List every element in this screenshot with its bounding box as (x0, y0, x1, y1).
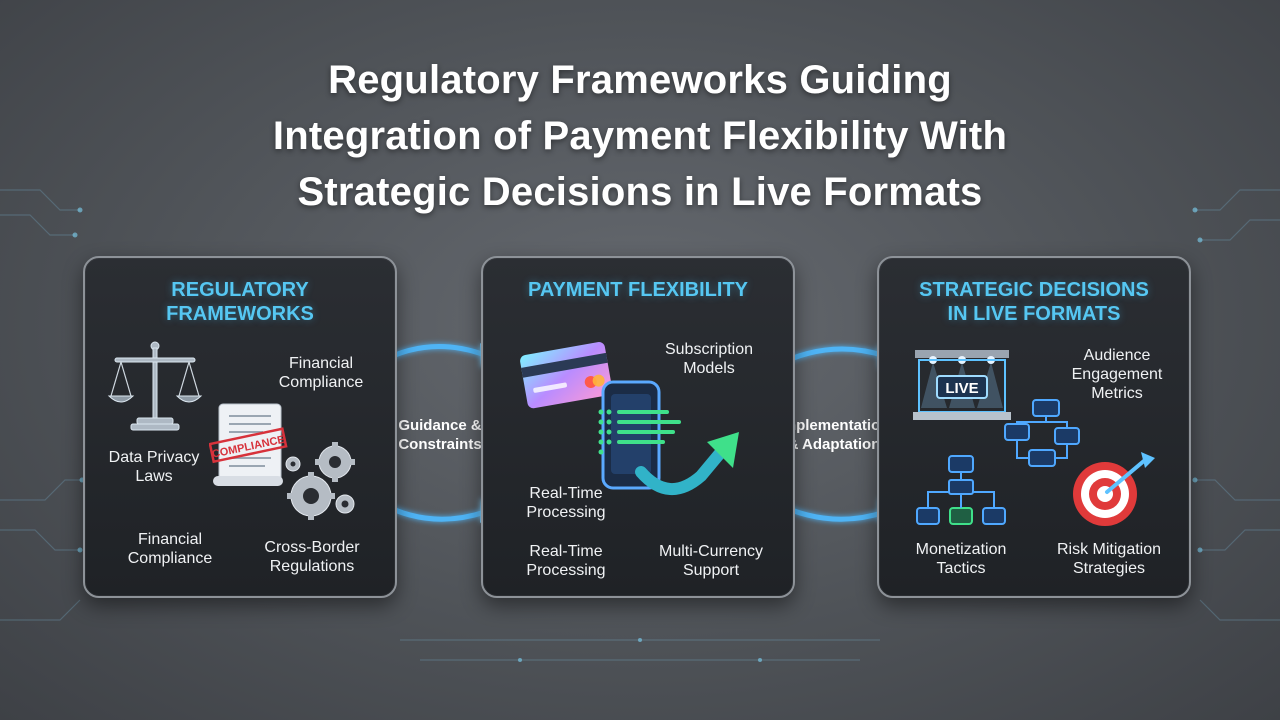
title-line-3: Strategic Decisions in Live Formats (297, 170, 983, 214)
label-multi-currency-support: Multi-Currency Support (658, 543, 763, 579)
label-financial-compliance-top: Financial Compliance (278, 355, 364, 391)
panel-3-heading: STRATEGIC DECISIONS IN LIVE FORMATS (919, 279, 1149, 325)
label-real-time-processing-middle: Real-Time Processing (526, 485, 606, 521)
title-line-2: Integration of Payment Flexibility With (272, 114, 1008, 158)
target-icon (1073, 452, 1155, 526)
page-title: Regulatory Frameworks Guiding Integratio… (0, 52, 1280, 220)
hierarchy-diagram-icon (916, 455, 1006, 525)
label-real-time-processing-bottom: Real-Time Processing (526, 543, 606, 579)
compliance-document-icon: COMPLIANCE (209, 403, 288, 486)
label-financial-compliance-bottom: Financial Compliance (127, 531, 213, 567)
scales-of-justice-icon (107, 341, 203, 431)
live-sign-text: LIVE (945, 380, 978, 397)
label-cross-border-regulations: Cross-Border Regulations (264, 539, 360, 575)
workflow-diagram-icon (1004, 399, 1080, 467)
panel-2-heading: PAYMENT FLEXIBILITY (527, 279, 749, 301)
panel-regulatory-frameworks: REGULATORY FRAMEWORKS COMPLIANCE (83, 256, 397, 598)
title-line-1: Regulatory Frameworks Guiding (328, 58, 952, 102)
label-monetization-tactics: Monetization Tactics (915, 541, 1007, 577)
panel-1-heading: REGULATORY FRAMEWORKS (166, 279, 314, 325)
connector-label-left: Guidance & Constraints (398, 417, 482, 453)
connector-label-right: Implementation & Adaptation (778, 417, 890, 453)
label-risk-mitigation-strategies: Risk Mitigation Strategies (1056, 541, 1162, 577)
label-audience-engagement-metrics: Audience Engagement Metrics (1071, 347, 1163, 402)
label-data-privacy-laws: Data Privacy Laws (108, 449, 200, 485)
credit-card-icon (520, 342, 613, 409)
live-stage-icon: LIVE (913, 350, 1011, 420)
gears-icon (285, 442, 355, 520)
panel-strategic-decisions: STRATEGIC DECISIONS IN LIVE FORMATS LIVE (877, 256, 1191, 598)
label-subscription-models: Subscription Models (664, 341, 754, 377)
mobile-payment-icon (598, 380, 739, 496)
panel-payment-flexibility: PAYMENT FLEXIBILITY Subscription (481, 256, 795, 598)
